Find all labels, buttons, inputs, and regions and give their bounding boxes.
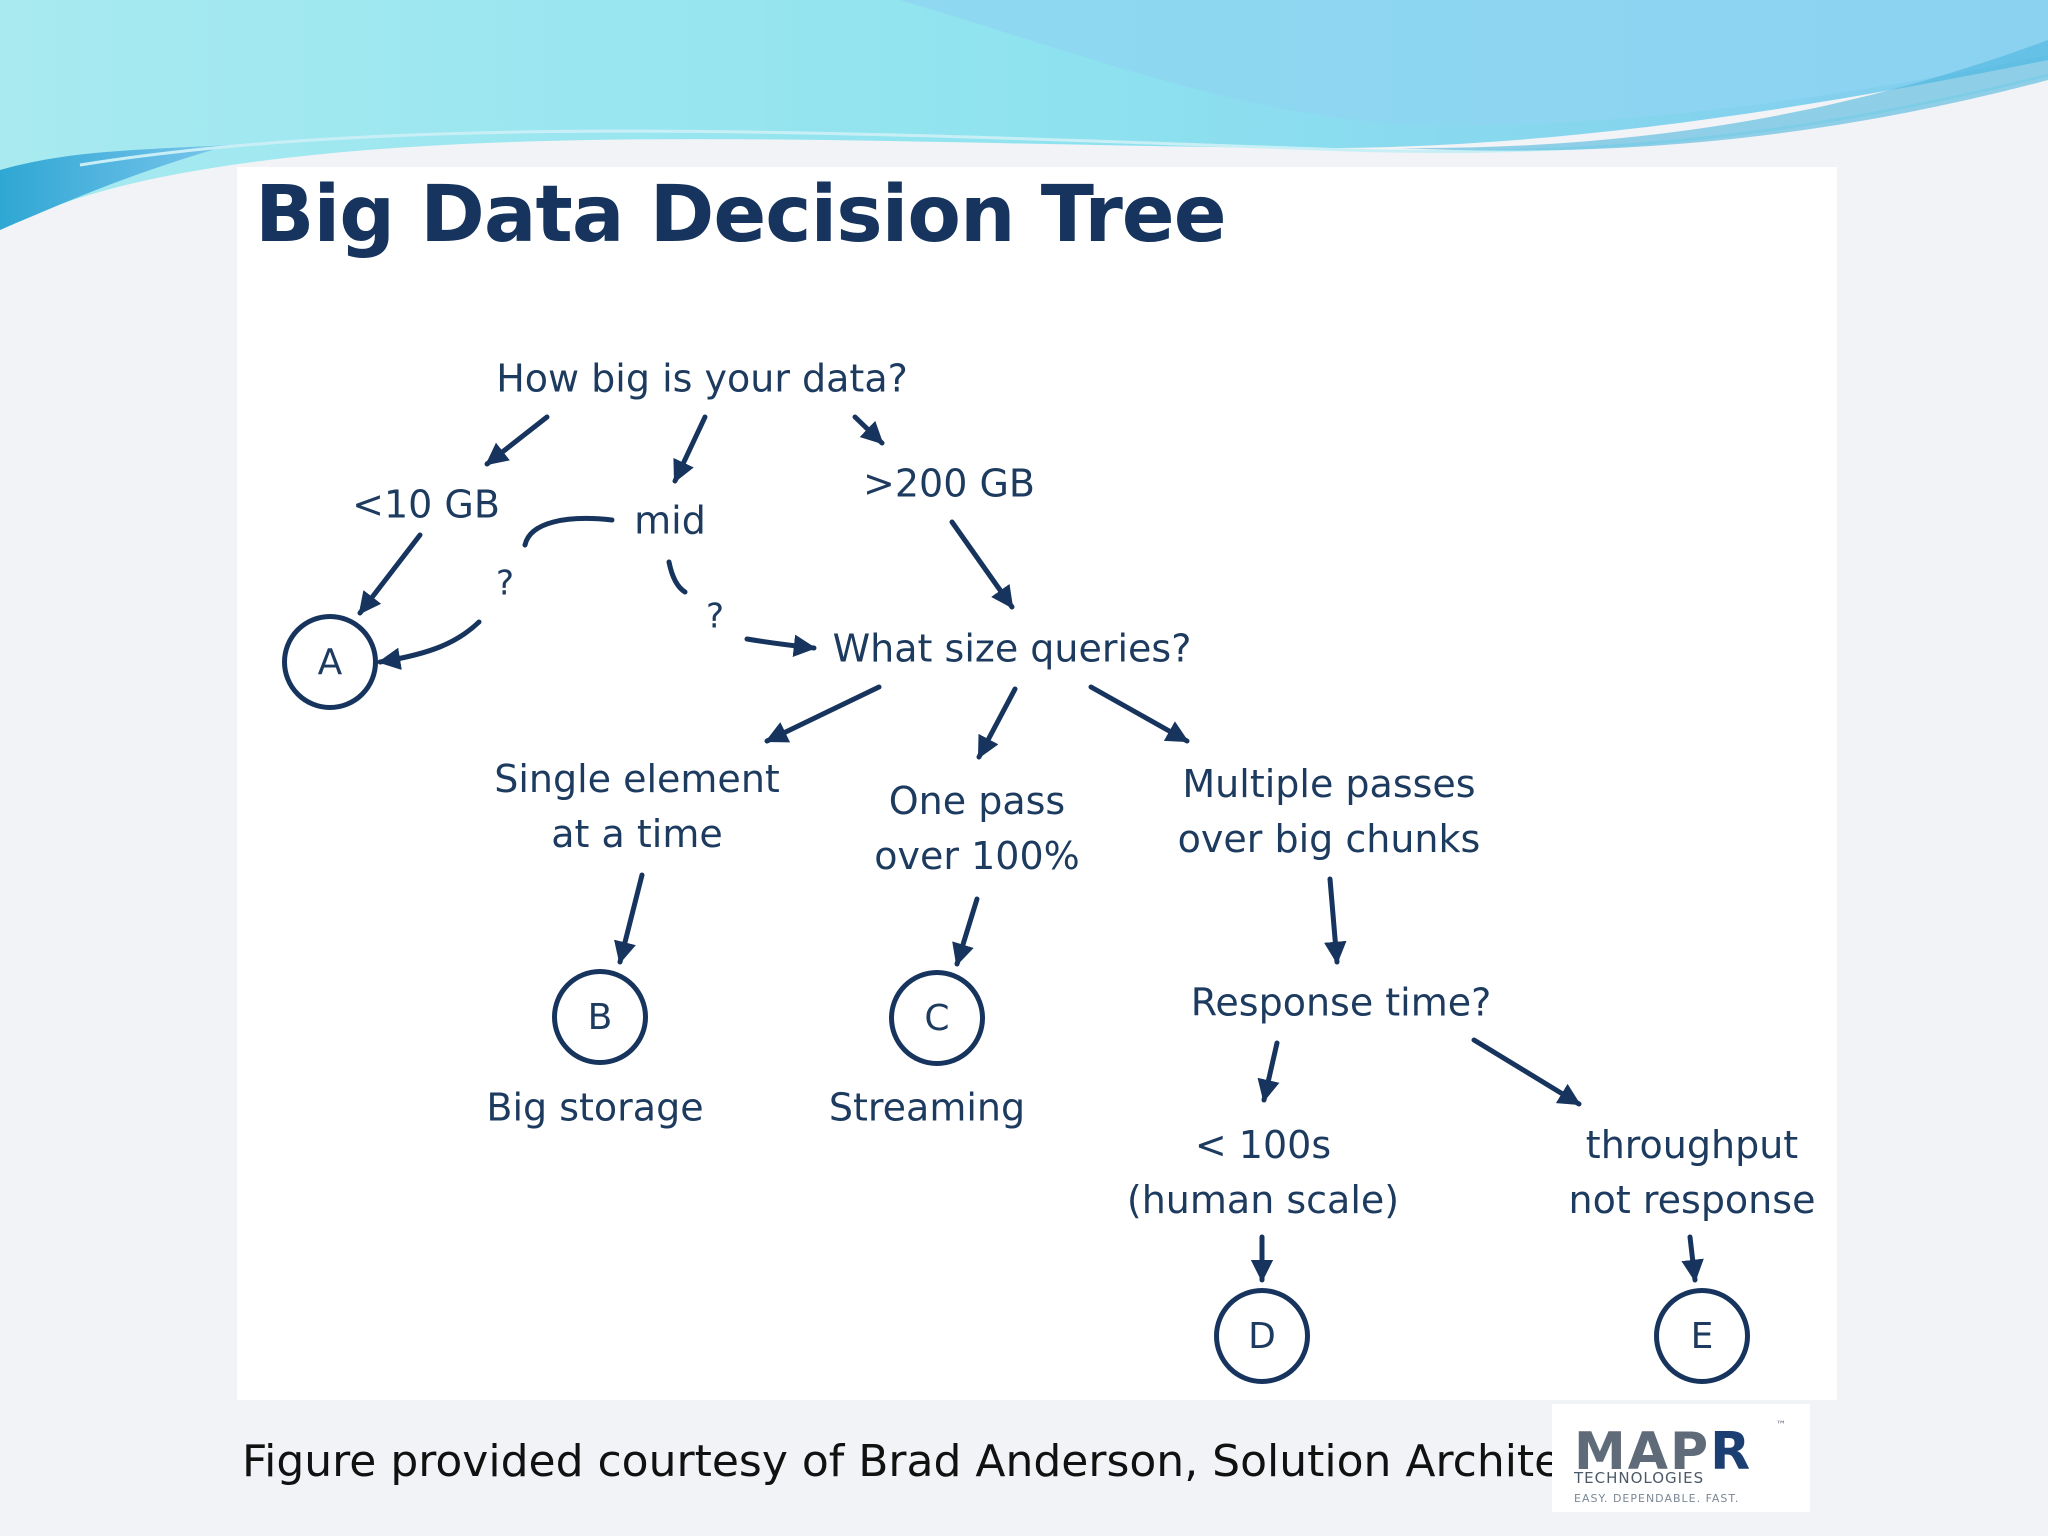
queries-question: What size queries? [832, 626, 1192, 671]
option-throughput: throughput not response [1568, 1122, 1816, 1222]
option-single-element: Single element at a time [494, 756, 780, 856]
arrow-queries-to-multi [1088, 684, 1190, 744]
logo-wordmark: MAPR [1574, 1422, 1753, 1482]
arrow-response-to-fast [1257, 1040, 1280, 1103]
label-big-storage: Big storage [486, 1085, 704, 1130]
arrow-small-to-a [357, 532, 423, 616]
question-mark-mid-to-a: ? [495, 563, 515, 604]
arrow-queries-to-single [764, 684, 882, 744]
root-question: How big is your data? [496, 356, 908, 401]
mapr-logo: MAPR ™ TECHNOLOGIES EASY. DEPENDABLE. FA… [1552, 1404, 1810, 1512]
arrow-throughput-to-e [1681, 1234, 1704, 1283]
node-e: E [1654, 1288, 1750, 1384]
option-human-scale: < 100s (human scale) [1126, 1122, 1400, 1222]
logo-subtitle: TECHNOLOGIES [1574, 1469, 1705, 1487]
node-d: D [1214, 1288, 1310, 1384]
arrow-mid-to-a [380, 515, 615, 662]
branch-mid-data: mid [634, 498, 706, 543]
arrow-response-to-throughput [1471, 1037, 1582, 1107]
arrow-queries-to-onepass [976, 686, 1018, 760]
logo-tagline: EASY. DEPENDABLE. FAST. [1574, 1492, 1740, 1505]
arrow-root-to-large [852, 414, 885, 446]
arrow-large-to-queries [949, 519, 1015, 610]
option-multiple-passes: Multiple passes over big chunks [1177, 761, 1481, 861]
arrow-single-to-b [614, 872, 645, 965]
question-mark-mid-to-queries: ? [705, 596, 725, 637]
slide-title: Big Data Decision Tree [255, 170, 1227, 260]
arrow-root-to-small [484, 414, 550, 467]
arrow-mid-to-queries [666, 559, 814, 648]
branch-small-data: <10 GB [352, 482, 500, 527]
branch-large-data: >200 GB [863, 461, 1035, 506]
option-one-pass: One pass over 100% [874, 778, 1080, 878]
logo-trademark: ™ [1776, 1420, 1786, 1431]
arrow-multi-to-response [1324, 876, 1347, 965]
node-b: B [552, 969, 648, 1065]
diagram-panel: How big is your data? <10 GB mid >200 GB… [237, 167, 1837, 1400]
node-c: C [889, 970, 985, 1066]
label-streaming: Streaming [828, 1085, 1026, 1130]
node-a: A [282, 614, 378, 710]
arrow-onepass-to-c [952, 896, 980, 967]
decision-tree-arrows [237, 414, 1704, 1283]
response-time-question: Response time? [1190, 980, 1492, 1025]
figure-caption: Figure provided courtesy of Brad Anderso… [242, 1436, 1617, 1487]
arrow-root-to-mid [672, 414, 708, 484]
